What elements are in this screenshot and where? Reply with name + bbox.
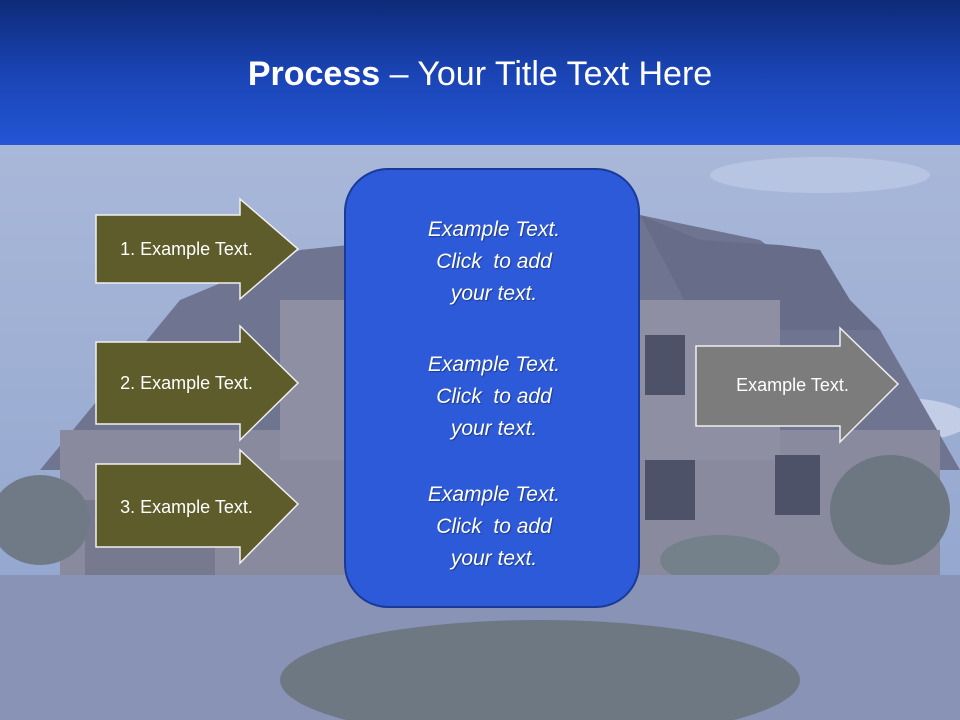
center-text-line: Example Text. — [427, 353, 561, 376]
center-text-line: Example Text. — [427, 218, 561, 241]
center-text-block-3: Example Text. Click to add your text. — [346, 479, 642, 575]
left-arrow-3: 3. Example Text. — [95, 448, 300, 565]
left-arrow-label: 2. Example Text. — [120, 372, 253, 393]
center-content-box[interactable]: Example Text. Click to add your text. Ex… — [344, 168, 640, 608]
center-text-block-2: Example Text. Click to add your text. — [346, 349, 642, 445]
center-text-line: Click to add — [436, 515, 552, 538]
title-bar — [0, 0, 960, 145]
title-rest: – Your Title Text Here — [380, 55, 713, 93]
center-text-line: Example Text. — [427, 483, 561, 506]
title-bold: Process — [247, 55, 381, 93]
center-text-line: Click to add — [436, 385, 552, 408]
left-arrow-label: 3. Example Text. — [120, 496, 253, 517]
center-text-line: your text. — [450, 417, 538, 440]
slide-title: Process – Your Title Text Here — [0, 52, 960, 96]
center-text-line: your text. — [450, 547, 538, 570]
right-arrow-label: Example Text. — [736, 374, 849, 395]
center-text-line: Click to add — [436, 250, 552, 273]
left-arrow-1: 1. Example Text. — [95, 197, 300, 301]
left-arrow-2: 2. Example Text. — [95, 324, 300, 442]
left-arrow-label: 1. Example Text. — [120, 238, 253, 259]
right-arrow: Example Text. — [695, 326, 900, 444]
center-text-line: your text. — [450, 282, 538, 305]
center-text-block-1: Example Text. Click to add your text. — [346, 214, 642, 310]
